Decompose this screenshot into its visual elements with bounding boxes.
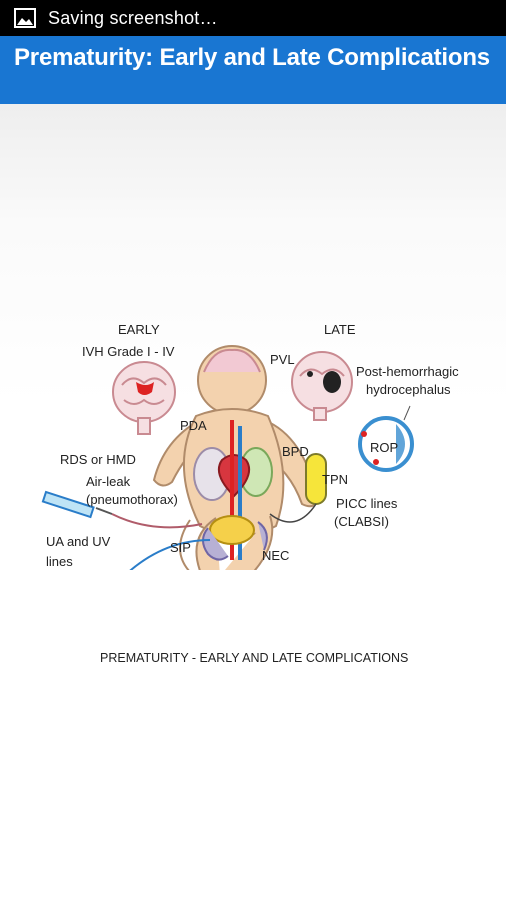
- illustration-caption: PREMATURITY - EARLY AND LATE COMPLICATIO…: [100, 651, 409, 665]
- label-nec: NEC: [262, 548, 290, 563]
- tpn-bag-illustration: [269, 453, 327, 523]
- label-pvl: PVL: [270, 352, 295, 367]
- app-bar: Prematurity: Early and Late Complication…: [0, 36, 506, 104]
- status-notification-text: Saving screenshot…: [48, 7, 218, 28]
- prematurity-illustration[interactable]: EARLY IVH Grade I - IV LATE PVL Post-hem…: [0, 210, 506, 665]
- status-bar: Saving screenshot…: [0, 0, 506, 36]
- label-ua-uv: UA and UV: [46, 534, 111, 549]
- label-sip: SIP: [170, 540, 191, 555]
- label-rop: ROP: [370, 440, 399, 455]
- label-ivh: IVH Grade I - IV: [82, 344, 175, 359]
- label-post-hemorrhagic: Post-hemorrhagic: [356, 364, 459, 379]
- syringe-bottom-illustration: [129, 539, 211, 570]
- label-pda: PDA: [180, 418, 207, 433]
- label-bpd: BPD: [282, 444, 309, 459]
- late-brain-illustration: [291, 351, 353, 421]
- illustration-graphic: [41, 345, 414, 570]
- label-late: LATE: [324, 322, 356, 337]
- label-rds: RDS or HMD: [60, 452, 136, 467]
- baby-body-illustration: [152, 345, 320, 570]
- eye-illustration: [358, 405, 414, 472]
- page-title: Prematurity: Early and Late Complication…: [14, 44, 490, 71]
- label-lines: lines: [46, 554, 73, 569]
- label-hydrocephalus: hydrocephalus: [366, 382, 451, 397]
- label-clabsi: (CLABSI): [334, 514, 389, 529]
- label-pneumothorax: (pneumothorax): [86, 492, 178, 507]
- syringe-top-illustration: [41, 490, 203, 529]
- label-early: EARLY: [118, 322, 160, 337]
- label-tpn: TPN: [322, 472, 348, 487]
- early-brain-illustration: [112, 361, 176, 435]
- label-picc: PICC lines: [336, 496, 398, 511]
- label-air-leak: Air-leak: [86, 474, 131, 489]
- image-icon: [14, 8, 36, 28]
